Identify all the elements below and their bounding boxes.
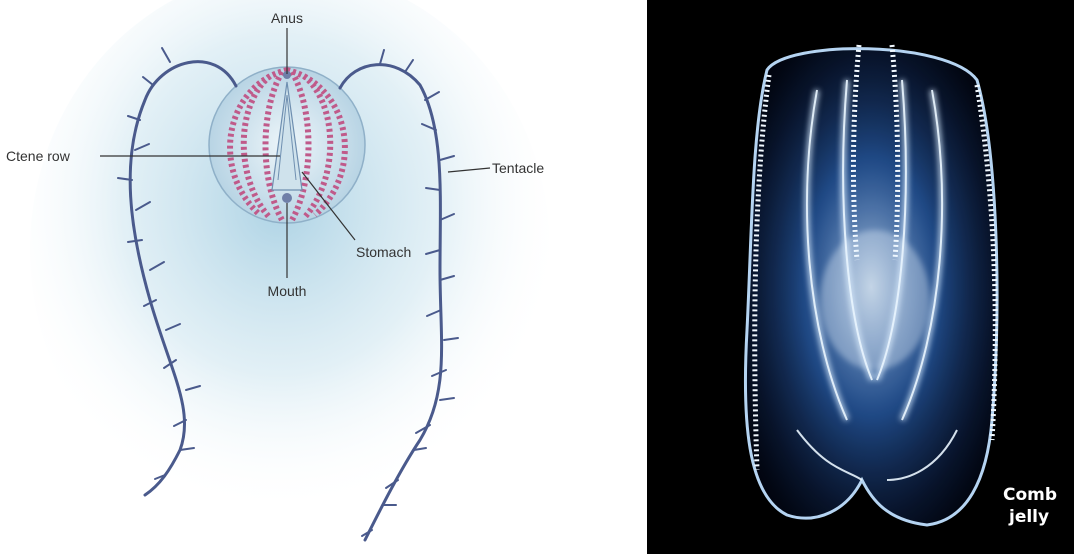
label-ctene-row: Ctene row: [6, 148, 71, 164]
ctenophore-body: [209, 67, 365, 223]
central-glow: [820, 230, 930, 370]
mouth-opening: [282, 193, 292, 203]
diagram-illustration: Anus Ctene row Tentacle Stomach Mouth: [0, 0, 600, 554]
comb-jelly-photo: Comb jelly: [647, 0, 1074, 554]
comb-jelly-image: Comb jelly: [647, 0, 1074, 554]
label-tentacle: Tentacle: [492, 160, 544, 176]
label-anus: Anus: [271, 10, 303, 26]
caption-comb: Comb: [1003, 485, 1057, 505]
caption-jelly: jelly: [1008, 507, 1049, 527]
ctenophore-diagram: Anus Ctene row Tentacle Stomach Mouth: [0, 0, 600, 554]
label-stomach: Stomach: [356, 244, 411, 260]
label-mouth: Mouth: [268, 283, 307, 299]
